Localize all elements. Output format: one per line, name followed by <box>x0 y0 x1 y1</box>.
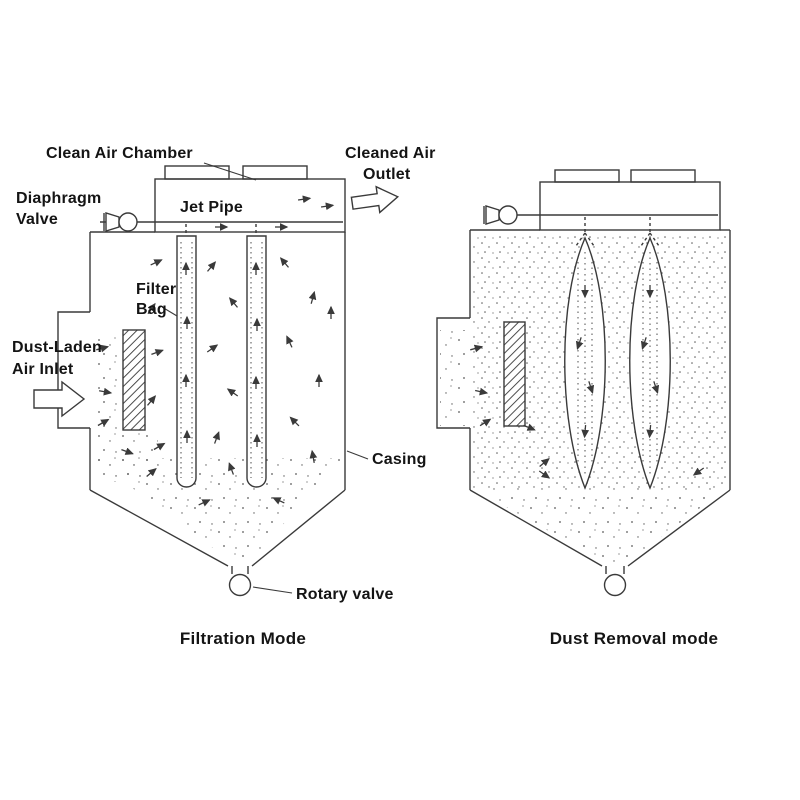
rotary-valve-left <box>228 566 252 597</box>
rotary-valve-right <box>603 566 627 597</box>
clean-air-chamber-box <box>154 178 346 233</box>
label-rotary-valve: Rotary valve <box>296 586 394 603</box>
clean-air-chamber-box-right <box>539 181 721 231</box>
inlet-baffle-right <box>503 321 526 427</box>
top-hatch-left-2 <box>242 165 308 180</box>
filter-bags-left <box>176 235 267 488</box>
leader-lines-left <box>161 162 369 594</box>
dust-speckles-left <box>92 336 343 560</box>
inlet-flow-arrow <box>33 380 86 418</box>
dust-removal-mode-diagram <box>436 169 731 597</box>
label-dust-laden-line1: Dust-Laden <box>12 339 102 356</box>
inlet-duct-left <box>57 311 90 429</box>
top-hatch-right-2 <box>630 169 696 183</box>
label-filter-line1: Filter <box>136 281 176 298</box>
casing-right <box>469 229 731 567</box>
filtration-mode-diagram <box>33 162 400 597</box>
label-jet-pipe: Jet Pipe <box>180 199 243 216</box>
label-diaphragm-line1: Diaphragm <box>16 190 101 207</box>
inlet-duct-right <box>436 317 470 429</box>
label-cleaned-air-line1: Cleaned Air <box>345 145 436 162</box>
caption-dust-removal-mode: Dust Removal mode <box>550 629 719 648</box>
label-filter-line2: Bag <box>136 301 167 318</box>
label-cleaned-air-line2: Outlet <box>363 166 411 183</box>
caption-filtration-mode: Filtration Mode <box>180 629 306 648</box>
filter-bags-right <box>564 236 671 490</box>
label-diaphragm-line2: Valve <box>16 211 58 228</box>
labels-layer: Clean Air Chamber Cleaned Air Outlet Dia… <box>12 145 718 648</box>
nozzle-dashes-left <box>185 224 257 238</box>
diaphragm-valve-left <box>103 212 138 232</box>
label-clean-air-chamber: Clean Air Chamber <box>46 145 193 162</box>
pulse-spray-right <box>575 217 660 247</box>
label-dust-laden-line2: Air Inlet <box>12 361 74 378</box>
outlet-flow-arrow <box>350 185 400 214</box>
label-casing: Casing <box>372 451 427 468</box>
inlet-baffle-left <box>122 329 146 431</box>
diaphragm-valve-right <box>483 205 518 225</box>
casing-left <box>89 231 346 567</box>
top-hatch-right-1 <box>554 169 620 183</box>
